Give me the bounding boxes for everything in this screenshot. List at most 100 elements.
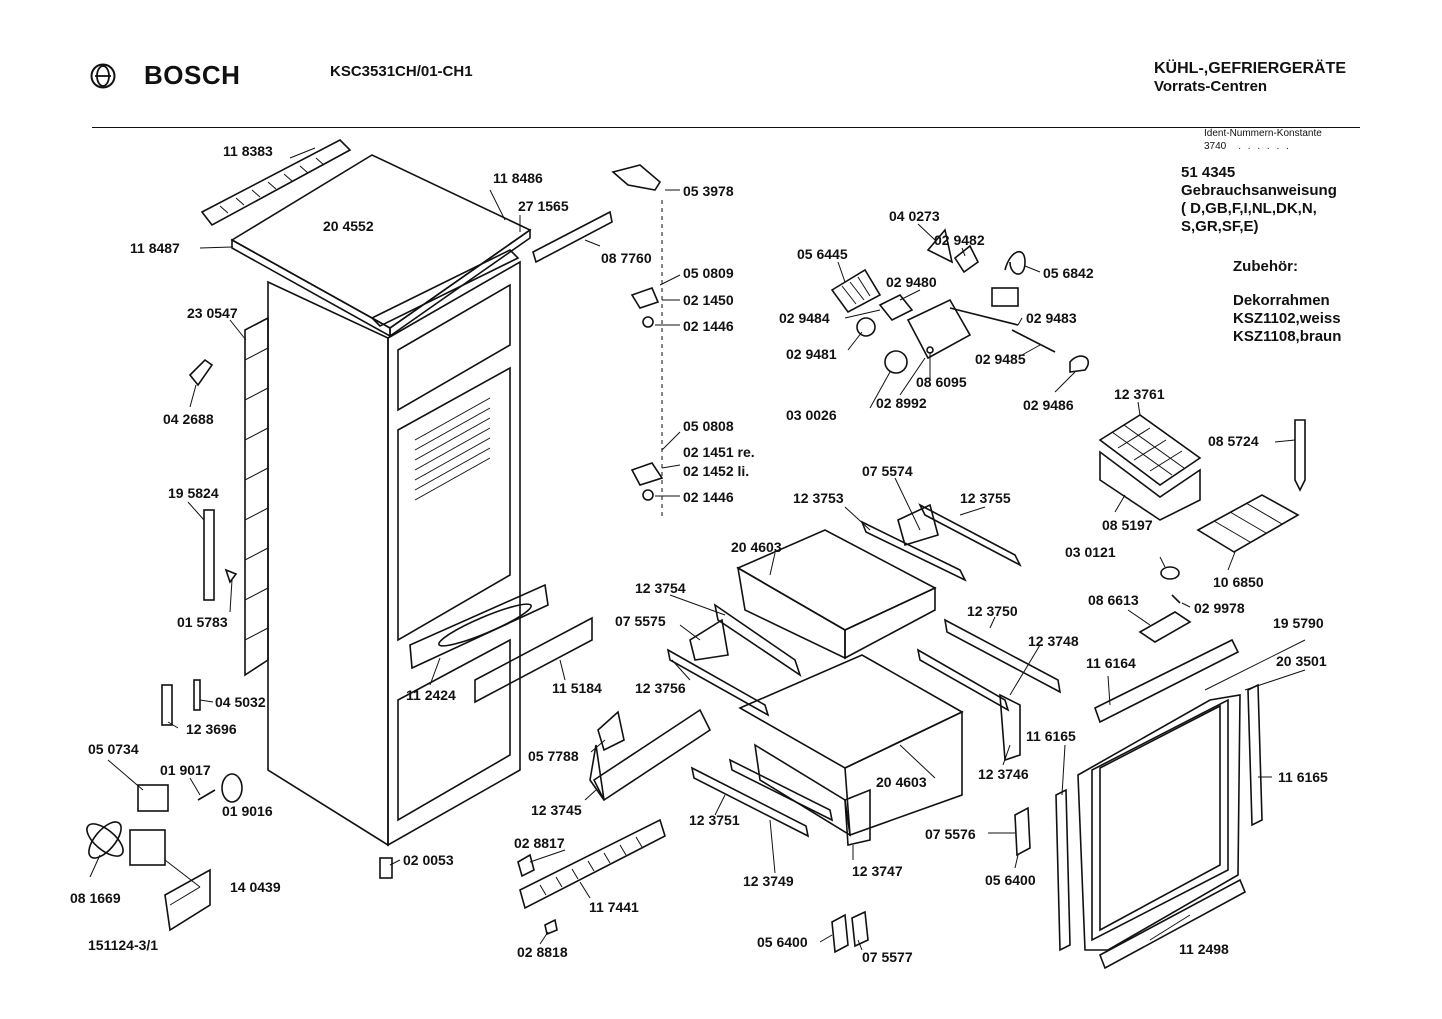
top-grille-slots — [219, 157, 325, 214]
header-divider — [92, 127, 1360, 128]
trim-strip — [532, 210, 613, 264]
rack-side — [589, 744, 605, 801]
part-label: 03 0026 — [786, 407, 837, 423]
part-label: 02 8818 — [517, 944, 568, 960]
fridge-cabinet-drawing — [200, 139, 593, 879]
part-label: 11 2424 — [406, 687, 456, 703]
part-label: 02 9486 — [1023, 397, 1074, 413]
part-label: 12 3749 — [743, 873, 794, 889]
decor-white: KSZ1102,weiss — [1233, 310, 1341, 327]
part-label: 01 9017 — [160, 762, 211, 778]
part-label: 02 0053 — [403, 852, 454, 868]
ident-number-block: Ident-Nummern-Konstante 3740. . . . . . — [1204, 127, 1322, 153]
part-label: 14 0439 — [230, 879, 281, 895]
manual-number: 51 4345 — [1181, 164, 1236, 181]
part-label: 20 4603 — [731, 539, 782, 555]
part-label: 04 0273 — [889, 208, 940, 224]
hinge-plate-upper — [630, 286, 660, 309]
part-label: 02 9481 — [786, 346, 837, 362]
part-label: 05 6445 — [797, 246, 848, 262]
bosch-logo-icon — [90, 63, 116, 89]
cover-strip — [474, 616, 593, 704]
part-label: 11 8383 — [223, 143, 273, 159]
fridge-compartment-opening — [397, 366, 511, 642]
lamp-cover-grille — [841, 276, 871, 305]
door-stop — [1138, 611, 1192, 643]
part-label: 08 6613 — [1088, 592, 1139, 608]
manual-info: 51 4345 Gebrauchsanweisung ( D,GB,F,I,NL… — [1181, 164, 1337, 236]
part-label: 20 3501 — [1276, 653, 1327, 669]
door-side-trim-right — [1247, 683, 1263, 827]
lamp-socket — [953, 244, 980, 274]
door-hinge-lower — [1014, 806, 1031, 857]
top-grille — [200, 139, 352, 227]
drawer-rail-right-b — [916, 648, 1010, 712]
drawer-rail-lower-left — [690, 766, 810, 838]
thermostat-assembly — [830, 228, 1090, 374]
part-label: 11 7441 — [589, 899, 639, 915]
drawing-number: 151124-3/1 — [88, 937, 159, 953]
part-label: 02 1451 re. — [683, 444, 755, 460]
category-title: KÜHL-,GEFRIERGERÄTE — [1154, 60, 1346, 77]
accessories-title: Zubehör: — [1233, 258, 1298, 275]
drawer-rail-right-a — [943, 618, 1062, 694]
part-label: 02 9480 — [886, 274, 937, 290]
door-bottom-trim — [1098, 878, 1247, 970]
relay-box — [137, 784, 169, 812]
part-label: 05 0734 — [88, 741, 139, 757]
fan-motor-drawing — [86, 821, 211, 932]
drawer-rail-upper-right — [918, 503, 1022, 567]
part-label: 05 6400 — [985, 872, 1036, 888]
part-label: 03 0121 — [1065, 544, 1116, 560]
part-label: 02 8992 — [876, 395, 927, 411]
part-label: 12 3745 — [531, 802, 582, 818]
drawer-rail-lower-right — [728, 758, 834, 822]
leader-lines — [89, 147, 1306, 951]
manual-languages-1: ( D,GB,F,I,NL,DK,N, — [1181, 200, 1317, 217]
part-label: 12 3696 — [186, 721, 237, 737]
bottle-rack-frame — [592, 708, 712, 802]
door-gasket — [1077, 694, 1241, 951]
shelves-drawers — [666, 503, 1062, 846]
part-label: 04 2688 — [163, 411, 214, 427]
hinge-column — [611, 164, 664, 520]
part-number-labels: 11 8383 11 8486 27 1565 20 4552 11 8487 … — [70, 143, 1328, 965]
drawer-rail-mid-left — [666, 648, 770, 717]
ident-value: 3740 — [1204, 141, 1227, 152]
part-label: 12 3750 — [967, 603, 1018, 619]
part-label: 02 9482 — [934, 232, 985, 248]
ident-title: Ident-Nummern-Konstante — [1204, 128, 1322, 139]
part-label: 07 5574 — [862, 463, 913, 479]
hinge-plate-b — [851, 910, 869, 948]
thermostat-housing — [906, 298, 972, 360]
capillary-coil — [1004, 250, 1026, 275]
part-label: 23 0547 — [187, 305, 238, 321]
part-label: 05 0808 — [683, 418, 734, 434]
part-label: 05 6400 — [757, 934, 808, 950]
part-label: 07 5575 — [615, 613, 666, 629]
part-label: 08 6095 — [916, 374, 967, 390]
part-label: 20 4552 — [323, 218, 374, 234]
ice-cube-tray-flat — [1196, 494, 1300, 553]
part-label: 01 9016 — [222, 803, 273, 819]
part-label: 02 8817 — [514, 835, 565, 851]
part-label: 02 1450 — [683, 292, 734, 308]
lamp-holder — [878, 293, 914, 322]
sensor-capillary — [161, 684, 173, 726]
top-hinge — [611, 164, 662, 191]
part-label: 08 7760 — [601, 250, 652, 266]
decor-title: Dekorrahmen — [1233, 292, 1330, 309]
capacitor-cylinder — [221, 773, 243, 803]
crisper-compartment-opening — [397, 638, 511, 822]
top-rear-strip — [370, 249, 520, 327]
cabinet-foot — [379, 857, 393, 879]
part-label: 12 3746 — [978, 766, 1029, 782]
part-label: 02 9485 — [975, 351, 1026, 367]
part-label: 12 3754 — [635, 580, 686, 596]
ice-scoop — [1294, 419, 1306, 492]
part-label: 11 2498 — [1179, 941, 1229, 957]
brand-name: BOSCH — [144, 60, 241, 90]
thermal-tube — [193, 679, 201, 711]
rail-bracket-left — [689, 618, 729, 661]
control-panel-slot — [438, 603, 532, 647]
